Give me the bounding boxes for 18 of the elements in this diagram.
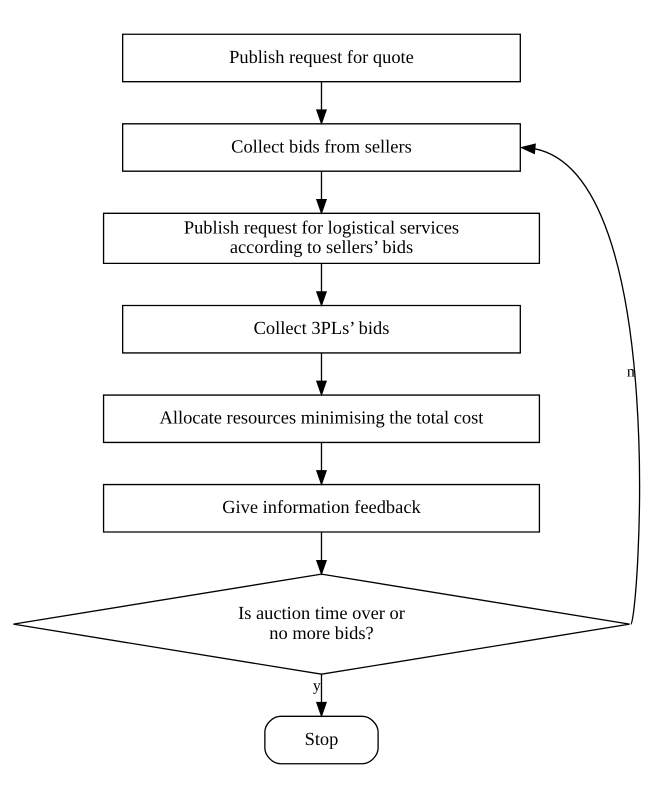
node-box: Allocate resources minimising the total cost [102,394,540,444]
node-box: Publish request for logistical services according to sellers’ bids [102,212,540,264]
arrow [316,532,328,576]
node-box: Collect 3PLs’ bids [122,304,521,354]
arrow [316,674,328,718]
node-box: Stop [264,716,379,764]
edge-label: n [626,364,635,381]
node-box: Give information feedback [102,484,540,533]
edge-label: y [312,677,321,694]
arrow [316,353,328,396]
node-box: Publish request for quote [122,34,521,82]
arrow [316,82,328,126]
node-box: Collect bids from sellers [122,123,521,172]
arrow [316,442,328,486]
arrow [520,143,640,624]
arrow [316,172,328,215]
node-diamond: Is auction time over or no more bids? [12,573,630,675]
arrow [316,264,328,308]
